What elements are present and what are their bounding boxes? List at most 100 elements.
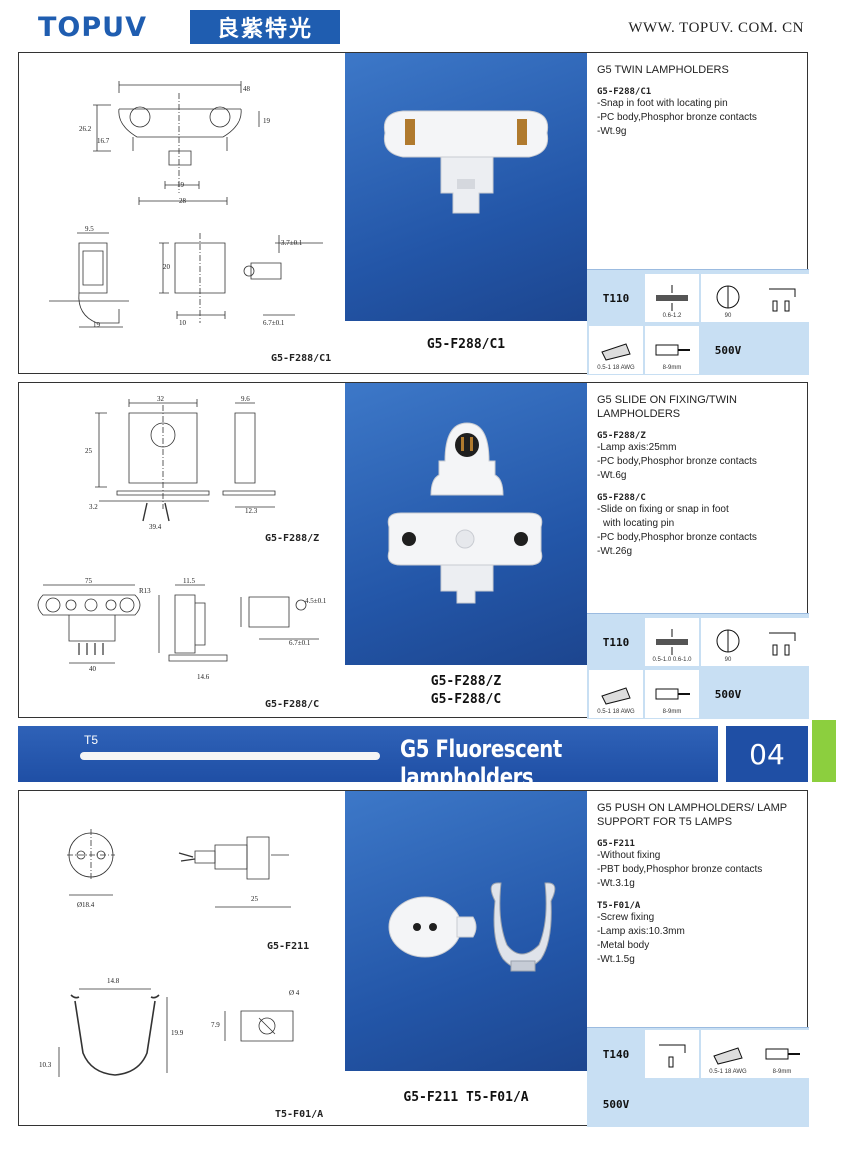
drawing-model-label: G5-F288/Z: [265, 533, 320, 544]
dim-label: 12.3: [245, 507, 258, 515]
spec-line: -Wt.6g: [597, 470, 627, 481]
dim-label: 3.7±0.1: [281, 239, 303, 247]
dim-label: 14.8: [107, 977, 120, 985]
section-title: G5 SLIDE ON FIXING/TWIN LAMPHOLDERS: [597, 394, 737, 420]
spec-line: -Metal body: [597, 940, 650, 951]
dim-label: 10.3: [39, 1061, 52, 1069]
panel-icon: [656, 629, 688, 655]
drawing-lines: [37, 399, 319, 664]
voltage-rating: 500V: [602, 1097, 630, 1111]
rotation-arrow-icon: [716, 285, 740, 309]
spec-line: -Without fixing: [597, 850, 661, 861]
website-url[interactable]: WWW. TOPUV. COM. CN: [628, 20, 804, 36]
spec-line: -Slide on fixing or snap in foot: [597, 504, 729, 515]
lamp-type-cell: T110: [589, 618, 643, 666]
drawing-model-label: G5-F288/C: [265, 699, 320, 710]
spec-line: -Wt.3.1g: [597, 878, 635, 889]
dim-label: 6.7±0.1: [263, 319, 285, 327]
dim-label: 32: [157, 395, 164, 403]
rotation-icon: 90: [701, 618, 755, 666]
dim-label: 39.4: [149, 523, 162, 531]
dim-label: 25: [85, 447, 92, 455]
strip-wire-icon: [765, 1048, 800, 1060]
header: TOPUV 良紫特光 WWW. TOPUV. COM. CN: [0, 0, 860, 52]
photo-caption: G5-F211 T5-F01/A: [345, 1071, 587, 1125]
dim-label: 20: [163, 263, 170, 271]
wire-icon: [713, 1047, 743, 1065]
pin-connector-icon: [769, 632, 796, 656]
dim-label: 10: [179, 319, 186, 327]
dim-label: 14.6: [197, 673, 210, 681]
photo-caption: G5-F288/C: [430, 692, 502, 707]
product-info: G5 TWIN LAMPHOLDERS G5-F288/C1 -Snap in …: [587, 53, 809, 373]
section-title: G5 PUSH ON LAMPHOLDERS/ LAMP SUPPORT FOR…: [597, 802, 787, 828]
product-info: G5 PUSH ON LAMPHOLDERS/ LAMP SUPPORT FOR…: [587, 791, 809, 1125]
dim-label: 25: [251, 895, 258, 903]
product-photo-f211-f01a: G5-F211 T5-F01/A: [345, 791, 587, 1125]
push-on-holder-and-clip-image: [388, 882, 556, 972]
dim-label: 9.5: [85, 225, 94, 233]
dim-label: 11.5: [183, 577, 195, 585]
dim-label: 40: [89, 665, 96, 673]
dim-label: 19: [263, 117, 270, 125]
panel-thickness-icon: 0.5-1.0 0.6-1.0: [645, 618, 699, 666]
model-number: G5-F288/Z: [597, 431, 646, 441]
lamp-type-cell: T110: [589, 274, 643, 322]
model-number: G5-F288/C1: [597, 87, 652, 97]
drawing-model-label: G5-F288/C1: [271, 353, 332, 364]
technical-drawing-f288-z-c: G5-F288/Z G5-F288/C 32 9.6 25 3.2 39.4 1…: [19, 383, 345, 717]
spec-line: -Wt.9g: [597, 126, 627, 137]
page-number: 04: [726, 726, 808, 782]
lamp-type: T110: [602, 291, 630, 305]
dim-label: Ø 4: [289, 989, 300, 997]
wire-icon: [601, 343, 631, 361]
wire-gauge-icon: 0.5-1 18 AWG: [589, 326, 643, 374]
strip-wire-icon: [655, 688, 690, 700]
brand-name-chinese: 良紫特光: [190, 10, 340, 44]
brand-logo: TOPUV: [38, 12, 147, 43]
spec-line: -Snap in foot with locating pin: [597, 98, 728, 109]
wire-gauge-icon: 0.5-1 18 AWG: [701, 1030, 755, 1078]
dim-label: 75: [85, 577, 92, 585]
dim-label: 6.7±0.1: [289, 639, 311, 647]
photo-caption: G5-F288/Z: [430, 674, 502, 689]
lamp-type-cell: T140: [589, 1030, 643, 1078]
wire-gauge-icon: 0.5-1 18 AWG: [589, 670, 643, 718]
dim-label: 19.9: [171, 1029, 184, 1037]
spec-line: -Lamp axis:10.3mm: [597, 926, 685, 937]
spec-line: -Wt.1.5g: [597, 954, 635, 965]
section-twin-lampholders: 48 26.2 16.7 19 19 28 9.5 19 20 3.7±0.1 …: [18, 52, 809, 375]
category-banner: T5 G5 Fluorescent lampholders: [18, 726, 718, 782]
lampholder-slide-image: [387, 422, 543, 604]
technical-drawing-f211-f01a: Ø18.4 25 G5-F211 14.8 Ø 4 7.9 19.9 10.3 …: [19, 791, 345, 1125]
strip-length-icon: 8-9mm: [755, 1030, 809, 1078]
category-title: G5 Fluorescent lampholders: [400, 735, 562, 782]
product-photo-f288-c1: G5-F288/C1: [345, 53, 587, 373]
spec-line: -PC body,Phosphor bronze contacts: [597, 532, 757, 543]
lamp-type: T140: [602, 1047, 630, 1061]
product-photo-f288-z-c: G5-F288/Z G5-F288/C: [345, 383, 587, 717]
panel-icon: [656, 285, 688, 311]
rotation-icon: 90: [701, 274, 755, 322]
strip-wire-icon: [655, 344, 690, 356]
dim-label: 7.9: [211, 1021, 220, 1029]
dim-label: 3.2: [89, 503, 98, 511]
spec-icon-grid: T110 0.6-1.2 90 0.5-1 18 AWG 8-9mm 500V: [587, 269, 809, 375]
dim-label: 26.2: [79, 125, 92, 133]
photo-caption: G5-F288/C1: [345, 321, 587, 373]
model-number: G5-F211: [597, 839, 635, 849]
connector-icon: [755, 618, 809, 666]
rotation-arrow-icon: [716, 629, 740, 653]
dim-label: Ø18.4: [77, 901, 95, 909]
pin-connector-icon: [659, 1044, 686, 1068]
lampholder-twin-image: [383, 110, 549, 214]
tube-label: T5: [84, 733, 99, 747]
model-number: T5-F01/A: [597, 901, 641, 911]
product-info: G5 SLIDE ON FIXING/TWIN LAMPHOLDERS G5-F…: [587, 383, 809, 717]
strip-length-icon: 8-9mm: [645, 670, 699, 718]
voltage-cell: 500V: [701, 670, 755, 718]
spec-line: -Wt.26g: [597, 546, 633, 557]
dim-label: 19: [177, 181, 184, 189]
drawing-lines: [49, 81, 323, 328]
